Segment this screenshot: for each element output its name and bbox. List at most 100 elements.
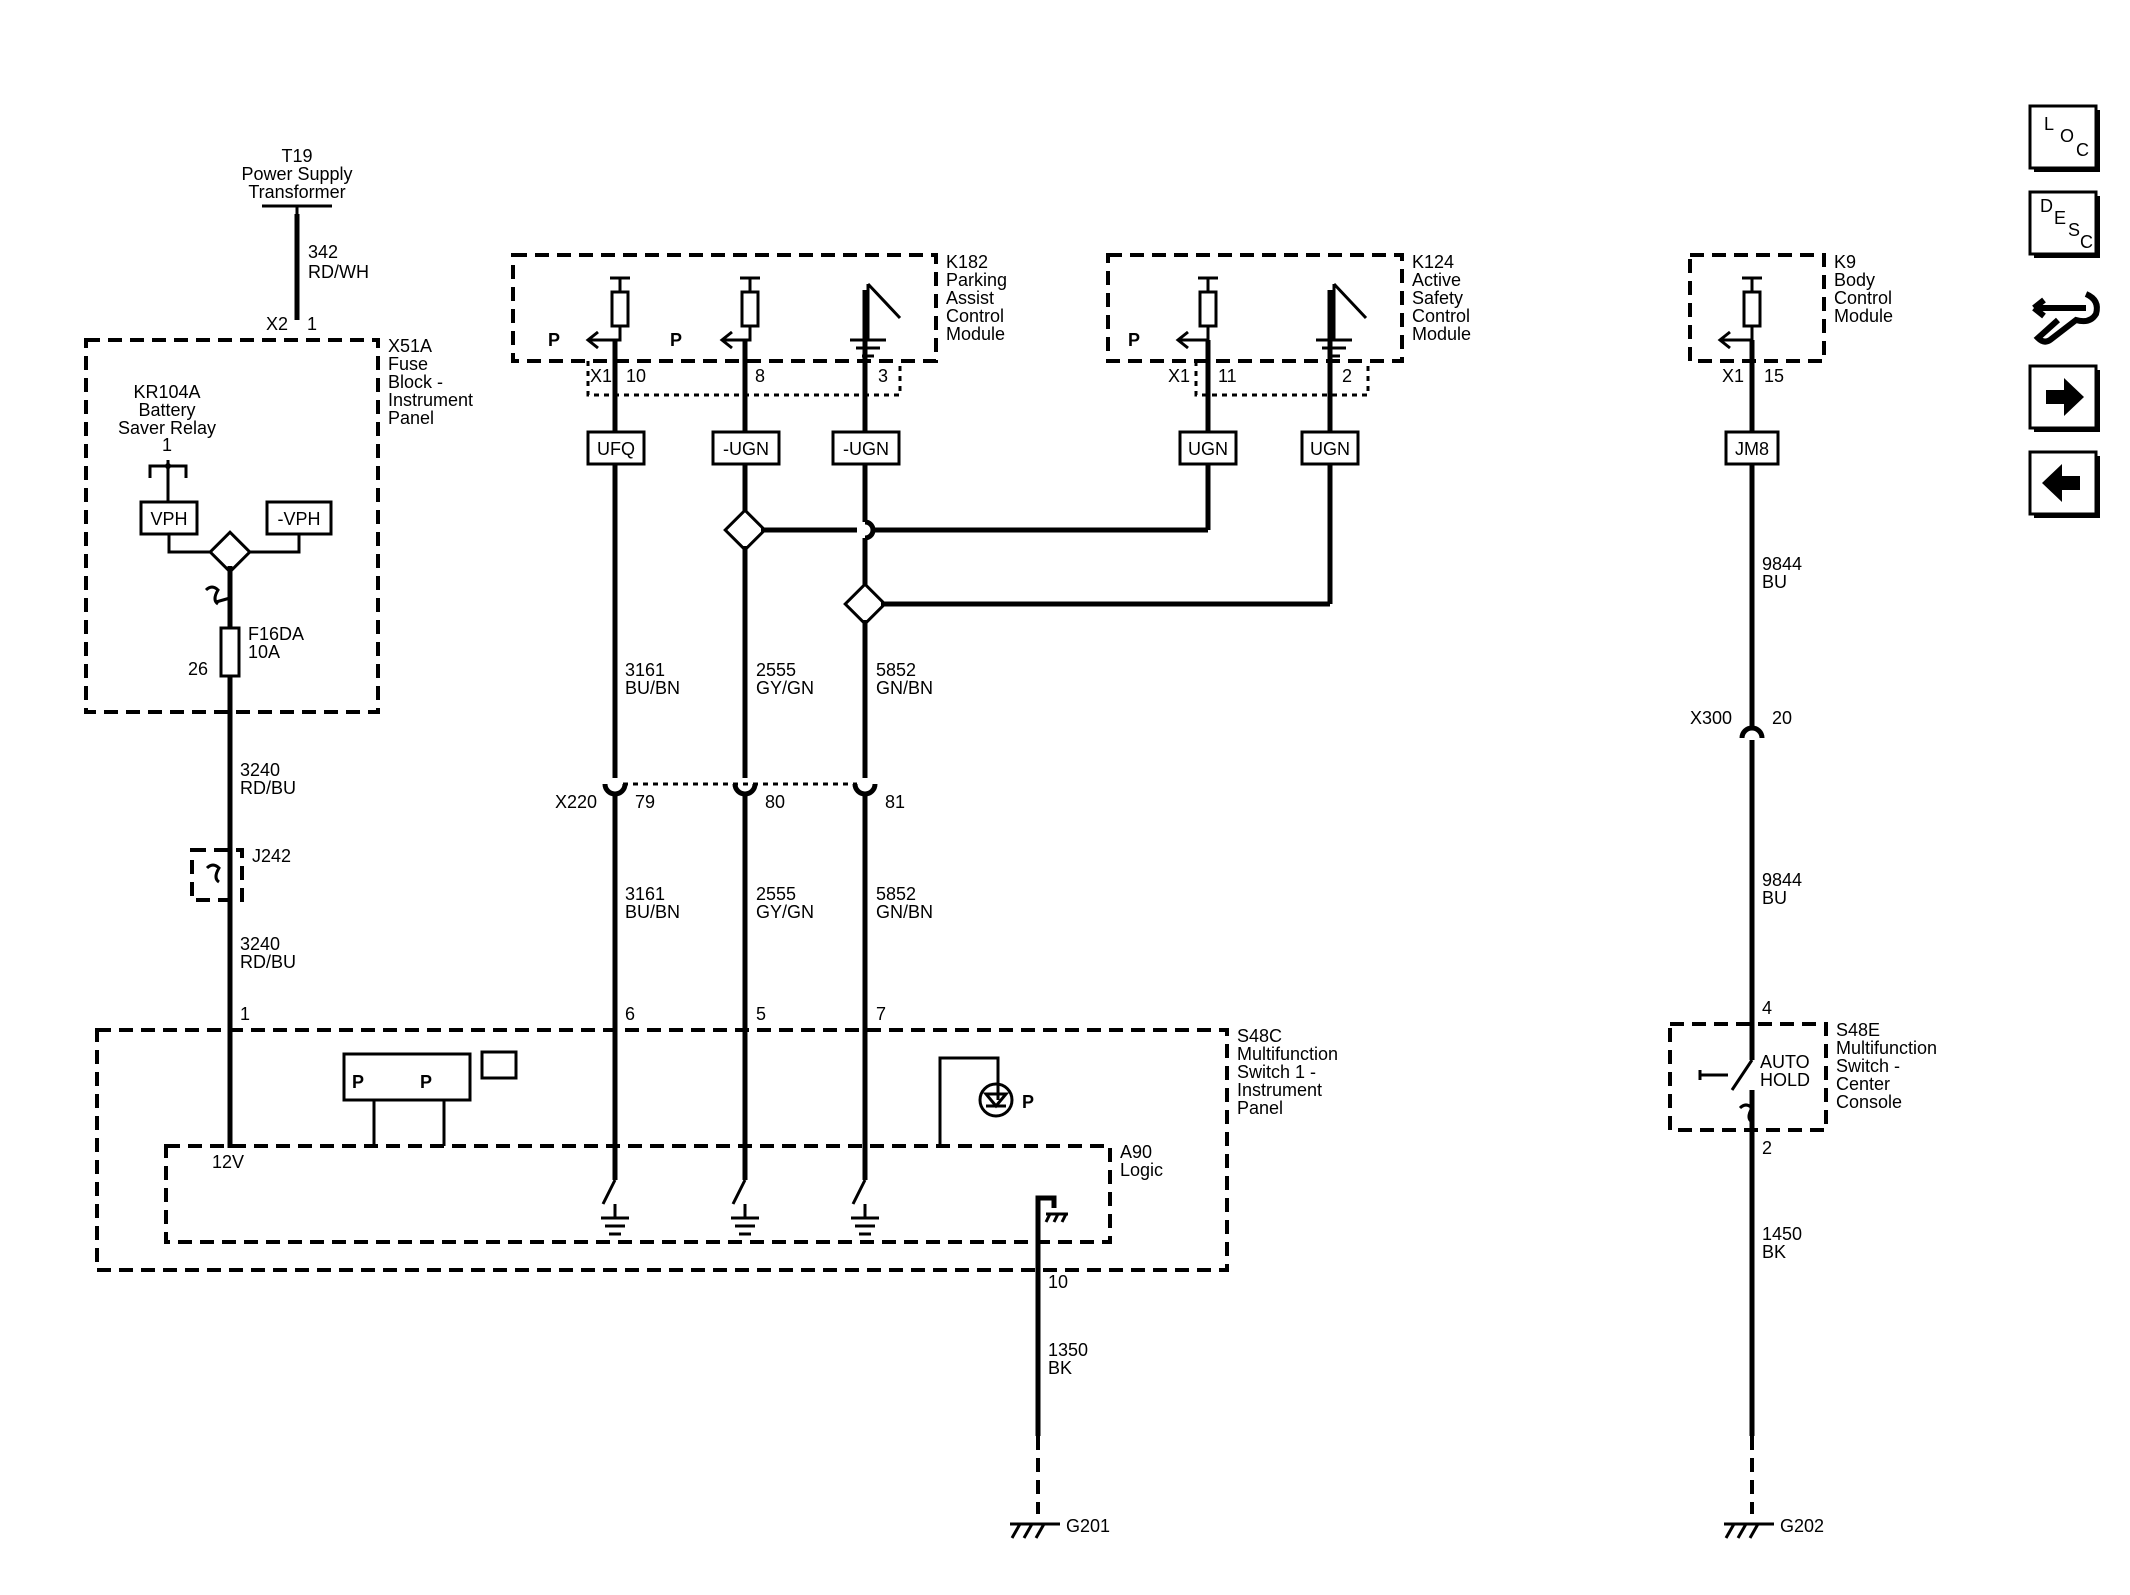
signal-box-ugn-2 (1300, 430, 1360, 466)
switch-ground-3 (851, 1179, 879, 1236)
diagram-label: A90 (1120, 1142, 1152, 1162)
diagram-label: X300 (1690, 708, 1732, 728)
k9-module-outline (1688, 253, 1826, 363)
diagram-label: 3161 (625, 660, 665, 680)
park-assist-button[interactable] (342, 1052, 472, 1102)
diagram-label: Multifunction (1237, 1044, 1338, 1064)
s48c-label: S48C Multifunction Switch 1 - Instrument… (1237, 1026, 1338, 1118)
diagram-label: BK (1048, 1358, 1072, 1378)
diagram-label: GY/GN (756, 902, 814, 922)
diagram-label: Safety (1412, 288, 1463, 308)
loc-button[interactable]: L O C (2028, 104, 2100, 172)
x51a-label: X51A Fuse Block - Instrument Panel (388, 336, 473, 428)
diagram-label: 8 (755, 366, 765, 386)
prev-page-button[interactable] (2028, 450, 2100, 518)
diagram-label: 3240 (240, 934, 280, 954)
diagram-label: Body (1834, 270, 1875, 290)
switch-ground-2 (731, 1179, 759, 1236)
diagram-label: Control (946, 306, 1004, 326)
diagram-label: 1 (162, 435, 172, 455)
diagram-label: -UGN (723, 439, 769, 459)
next-page-button[interactable] (2028, 364, 2100, 432)
diagram-label: -UGN (843, 439, 889, 459)
diagram-label: 5852 (876, 884, 916, 904)
diagram-label: Logic (1120, 1160, 1163, 1180)
kr104a-relay-label: KR104A Battery Saver Relay 1 (118, 382, 216, 455)
diagram-label: UGN (1188, 439, 1228, 459)
diagram-label: 9844 (1762, 554, 1802, 574)
diagram-label: Console (1836, 1092, 1902, 1112)
diagram-label: VPH (150, 509, 187, 529)
diagram-label: BU (1762, 572, 1787, 592)
diagram-label: RD/BU (240, 778, 296, 798)
diagram-label: S (2068, 220, 2080, 240)
diagram-label: -VPH (277, 509, 320, 529)
diagram-label: 10 (626, 366, 646, 386)
s48e-switch-outline (1668, 1022, 1828, 1132)
diagram-label: Block - (388, 372, 443, 392)
diagram-label: 2555 (756, 660, 796, 680)
diagram-label: Multifunction (1836, 1038, 1937, 1058)
ground-g201-icon (1010, 1522, 1060, 1539)
diagram-label: BK (1762, 1242, 1786, 1262)
diagram-label: KR104A (133, 382, 200, 402)
signal-box-vph (139, 500, 199, 536)
diagram-label: X51A (388, 336, 432, 356)
diagram-label: Power Supply (241, 164, 352, 184)
indicator-led-icon (978, 1082, 1014, 1118)
diagram-label: 2 (1342, 366, 1352, 386)
diagram-label: 5852 (876, 660, 916, 680)
diagram-label: L (2044, 114, 2054, 134)
diagram-label: Control (1834, 288, 1892, 308)
diagram-label: Module (1412, 324, 1471, 344)
diagram-label: Instrument (388, 390, 473, 410)
diagram-label: O (2060, 126, 2074, 146)
diagram-label: K182 (946, 252, 988, 272)
diagram-label: E (2054, 208, 2066, 228)
diagram-label: G201 (1066, 1516, 1110, 1536)
connector-wrench-icon[interactable] (2032, 291, 2100, 345)
diagram-label: 15 (1764, 366, 1784, 386)
splice-junction (208, 530, 252, 574)
diagram-label: Saver Relay (118, 418, 216, 438)
diagram-label: BU/BN (625, 678, 680, 698)
diagram-label: 81 (885, 792, 905, 812)
signal-box-neg-ugn-2 (831, 430, 901, 466)
a90-logic-outline (164, 1144, 1112, 1244)
diagram-label: G202 (1780, 1516, 1824, 1536)
desc-button[interactable]: D E S C (2028, 190, 2100, 258)
diagram-label: S48E (1836, 1020, 1880, 1040)
ground-g202-icon (1724, 1522, 1774, 1539)
diagram-label: RD/WH (308, 262, 369, 282)
diagram-label: Fuse (388, 354, 428, 374)
diagram-label: X1 (1168, 366, 1190, 386)
k182-label: K182 Parking Assist Control Module (946, 252, 1007, 344)
diagram-label: Panel (1237, 1098, 1283, 1118)
park-assist-button-icon: P (352, 1072, 364, 1092)
diagram-label: C (2076, 140, 2089, 160)
diagram-label: 7 (876, 1004, 886, 1024)
diagram-label: Assist (946, 288, 994, 308)
diagram-label: 2555 (756, 884, 796, 904)
diagram-label: 1 (240, 1004, 250, 1024)
signal-box-neg-vph (265, 500, 333, 536)
diagram-label: X220 (555, 792, 597, 812)
diagram-label: Instrument (1237, 1080, 1322, 1100)
j242-splice-outline (190, 848, 244, 902)
arrow-right-icon (2046, 378, 2084, 416)
diagram-label: Switch - (1836, 1056, 1900, 1076)
diagram-label: 3161 (625, 884, 665, 904)
diagram-label: K9 (1834, 252, 1856, 272)
diagram-label: S48C (1237, 1026, 1282, 1046)
signal-box-ugn-1 (1178, 430, 1238, 466)
diagram-label: X1 (590, 366, 612, 386)
park-alert-icon: P (670, 330, 682, 350)
diagram-label: GY/GN (756, 678, 814, 698)
park-assist-icon: P (548, 330, 560, 350)
diagram-label: 3240 (240, 760, 280, 780)
diagram-label: UGN (1310, 439, 1350, 459)
k9-label: K9 Body Control Module (1834, 252, 1893, 326)
auto-hold-switch[interactable] (1698, 1059, 1754, 1091)
diagram-label: 80 (765, 792, 785, 812)
